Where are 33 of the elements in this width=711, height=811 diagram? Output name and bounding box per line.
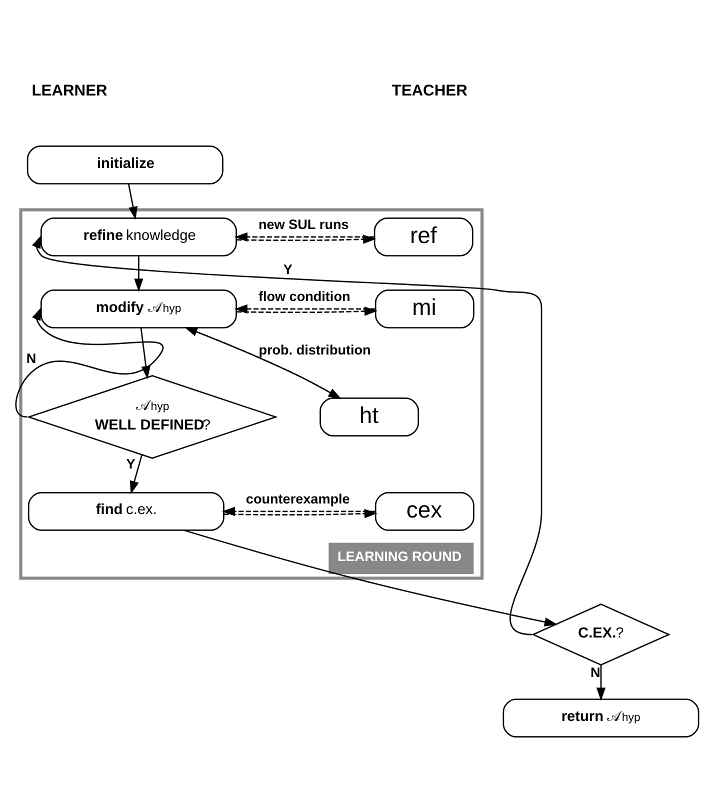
node-diamond: C.EX.? [532, 604, 670, 666]
arrow [236, 234, 376, 244]
node-box: mi [374, 290, 474, 328]
node-box: find c.ex. [28, 492, 224, 531]
edge-label: prob. distribution [258, 342, 371, 358]
arrow [596, 665, 606, 701]
edge-label: counterexample [246, 491, 350, 506]
node-box: return 𝒜hyp [502, 698, 700, 738]
edge-label: N [590, 665, 600, 680]
node-box: ht [320, 398, 420, 436]
edge-label: Y [126, 456, 136, 472]
edge-label: flow condition [258, 289, 350, 304]
arrow [236, 306, 378, 316]
arrow [224, 509, 378, 518]
arrow [134, 256, 144, 292]
arrow [222, 506, 376, 516]
node-box: ref [374, 218, 474, 256]
edge-label: N [26, 351, 36, 366]
arrow [234, 232, 374, 242]
arrow [128, 184, 138, 220]
arrow [32, 235, 542, 636]
arrow [184, 530, 558, 626]
node-box: refine knowledge [40, 218, 237, 256]
label: TEACHER [392, 82, 468, 100]
arrow [234, 304, 376, 314]
edge-label: new SUL runs [258, 217, 349, 232]
node-box: modify 𝒜hyp [40, 290, 237, 328]
arrow [130, 454, 143, 494]
node-box: cex [374, 492, 474, 531]
node-box: initialize [26, 146, 224, 184]
node-diamond: 𝒜hyp WELL DEFINED? [26, 375, 278, 459]
label: LEARNER [32, 82, 108, 100]
edge-label: Y [283, 262, 292, 278]
